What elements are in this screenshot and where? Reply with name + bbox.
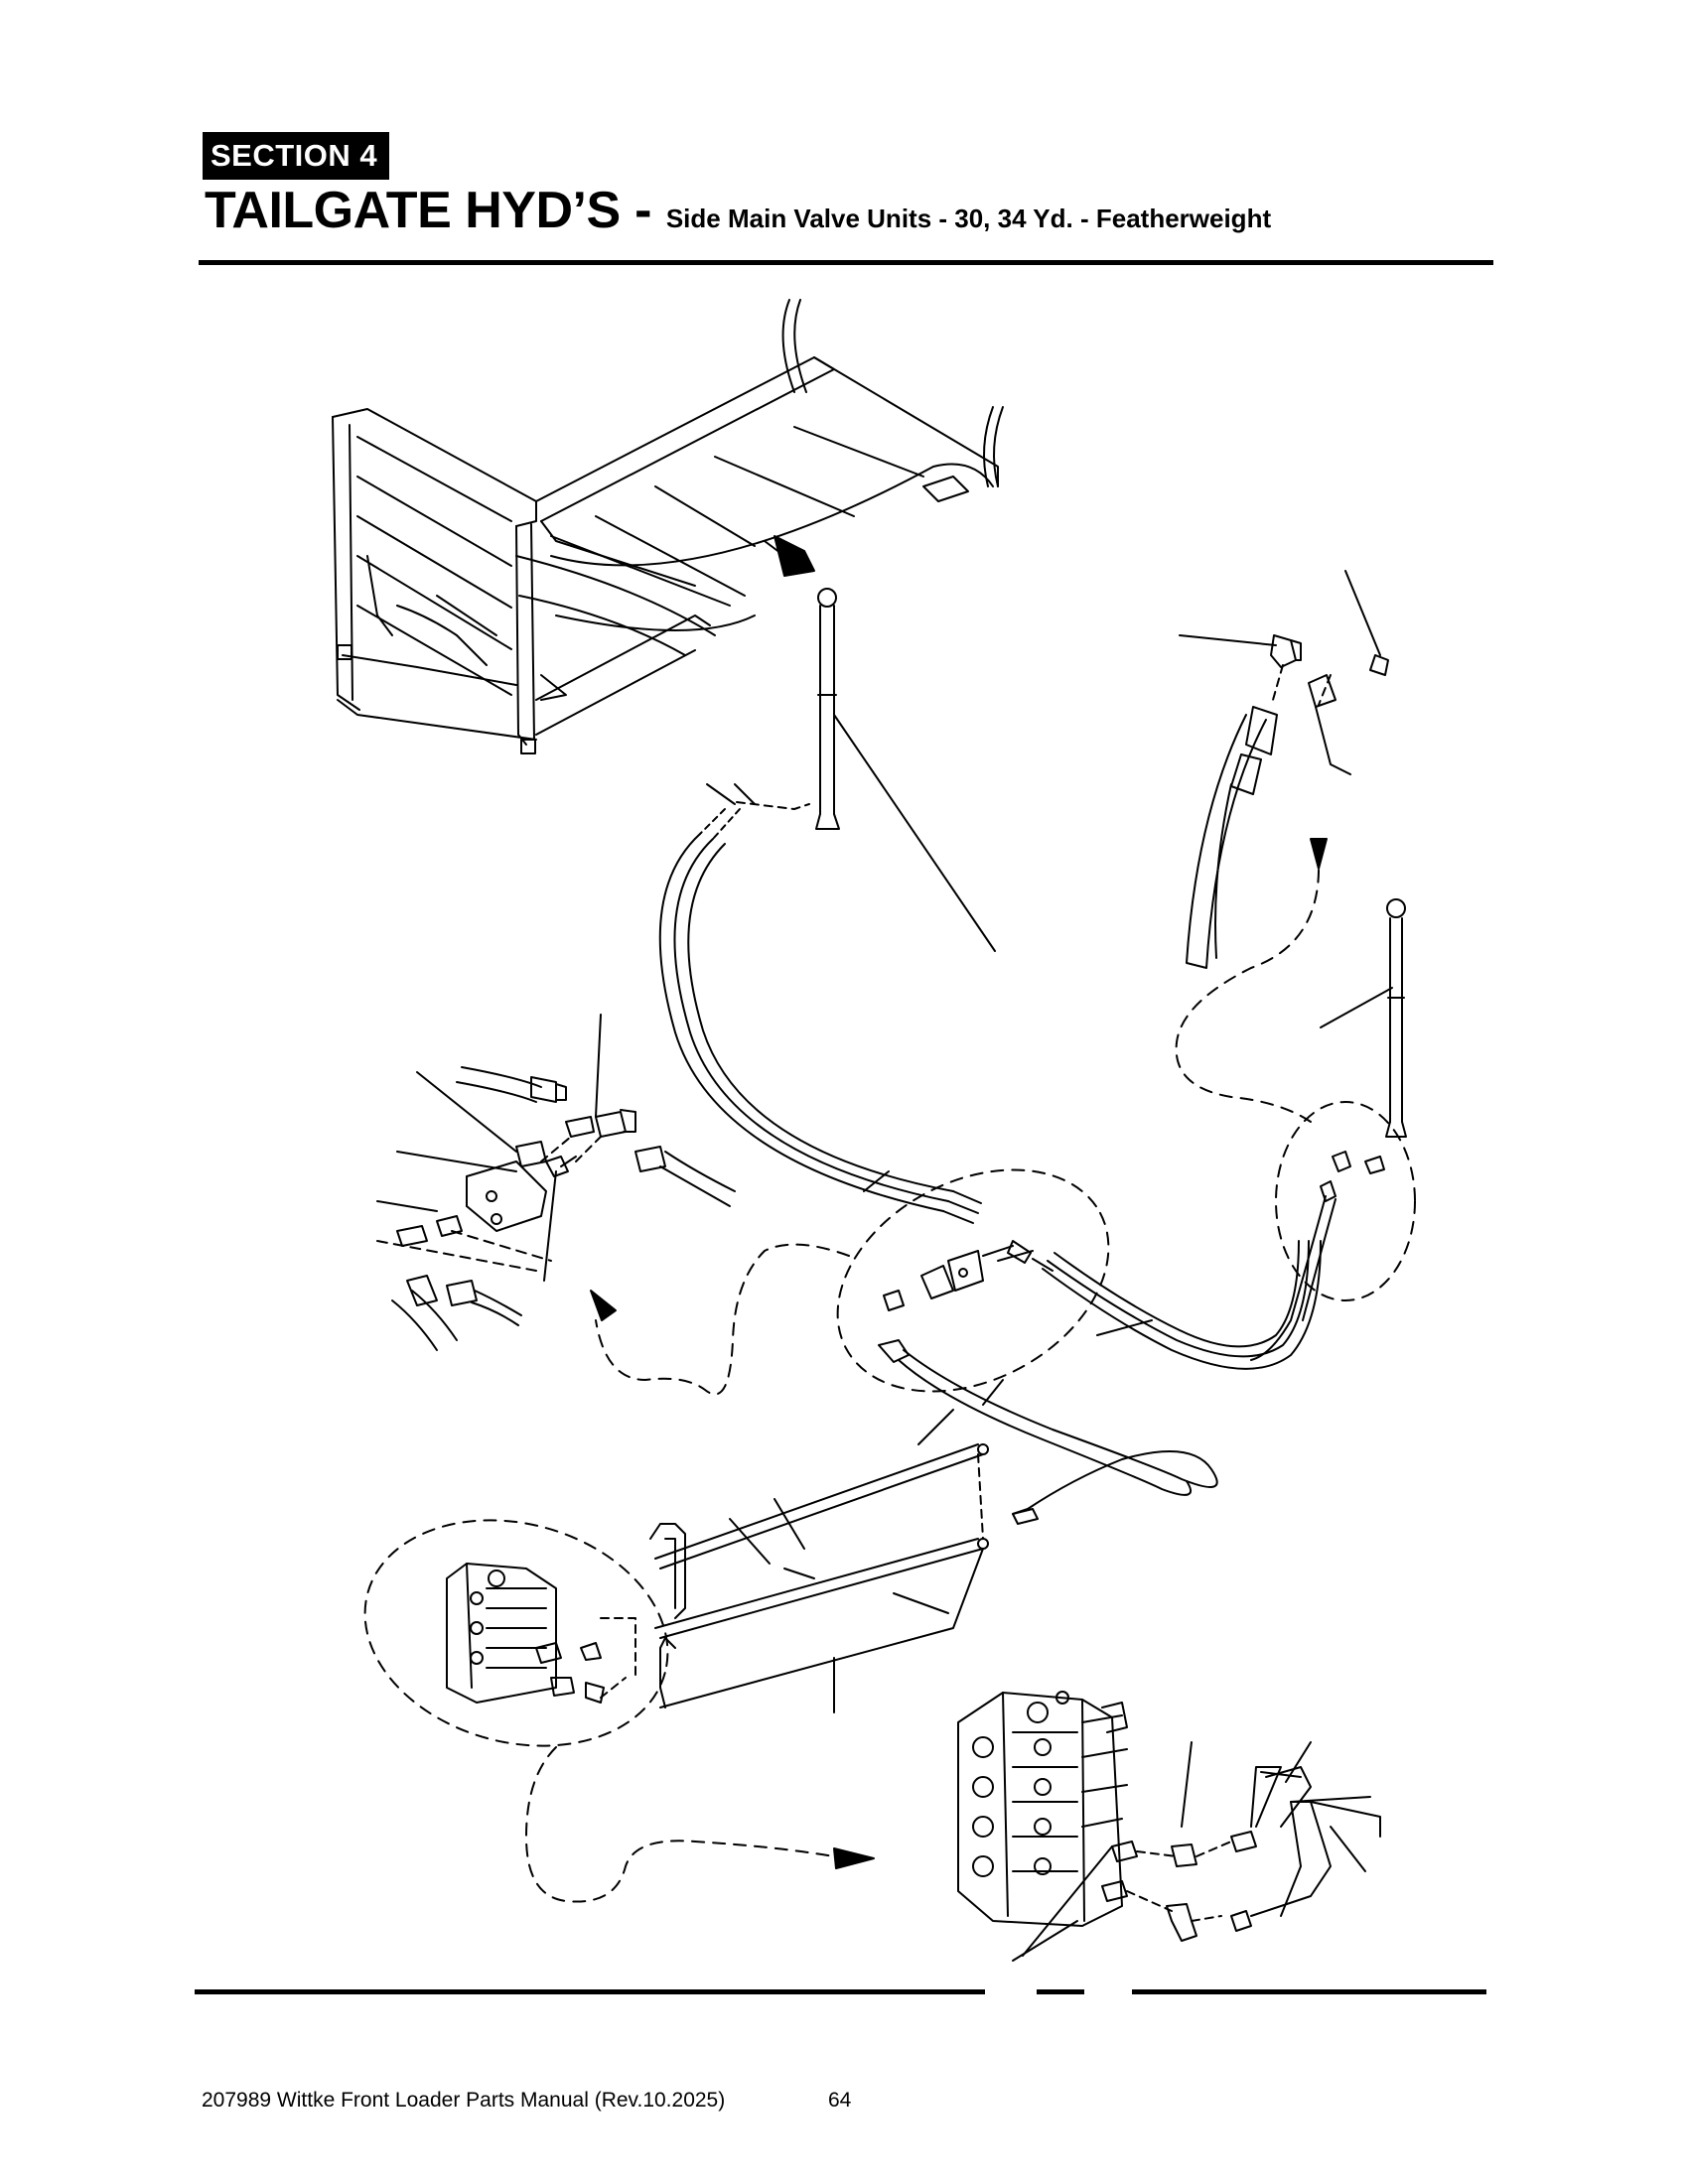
footer-rule-segment-1 [195,1989,985,1994]
footer-manual-title: 207989 Wittke Front Loader Parts Manual … [202,2089,726,2112]
title-main: TAILGATE HYD’S [205,182,621,239]
detail-ellipse-lower-left [363,1519,669,1747]
section-badge: SECTION 4 [203,132,390,180]
hose-bundle-center [658,783,982,1224]
footer-rule-segment-2 [1037,1989,1084,1994]
tailgate-cylinder-right [1320,898,1407,1138]
arrow-head-bottom [833,1847,875,1869]
dashed-arrow-upper-right [1175,863,1321,1123]
rigid-tubes [649,1443,989,1713]
footer-page-number: 64 [828,2089,852,2112]
footer-rule-segment-3 [1132,1989,1486,1994]
center-valve-assembly [878,1240,1322,1525]
right-cylinder-fittings [1250,1151,1385,1361]
arrow-head-upper-right [1310,838,1328,870]
truck-body-frame [332,299,1004,754]
title-separator: - [620,182,666,239]
detail-ellipse-center [836,1168,1110,1393]
block-valve-detail [376,1014,736,1351]
valve-bank-small [446,1563,636,1704]
main-valve-bank [957,1691,1381,1962]
upper-right-hose-assembly [1179,570,1389,969]
dashed-arrow-bottom [525,1746,835,1903]
title-subtitle: Side Main Valve Units - 30, 34 Yd. - Fea… [665,204,1272,233]
tailgate-cylinder-left [815,588,996,952]
dashed-arrow-left [595,1243,850,1396]
page-title: TAILGATE HYD’S - Side Main Valve Units -… [205,185,1271,236]
detail-ellipse-right [1275,1101,1416,1301]
header-rule [199,260,1493,265]
arrow-head-left [590,1290,617,1321]
